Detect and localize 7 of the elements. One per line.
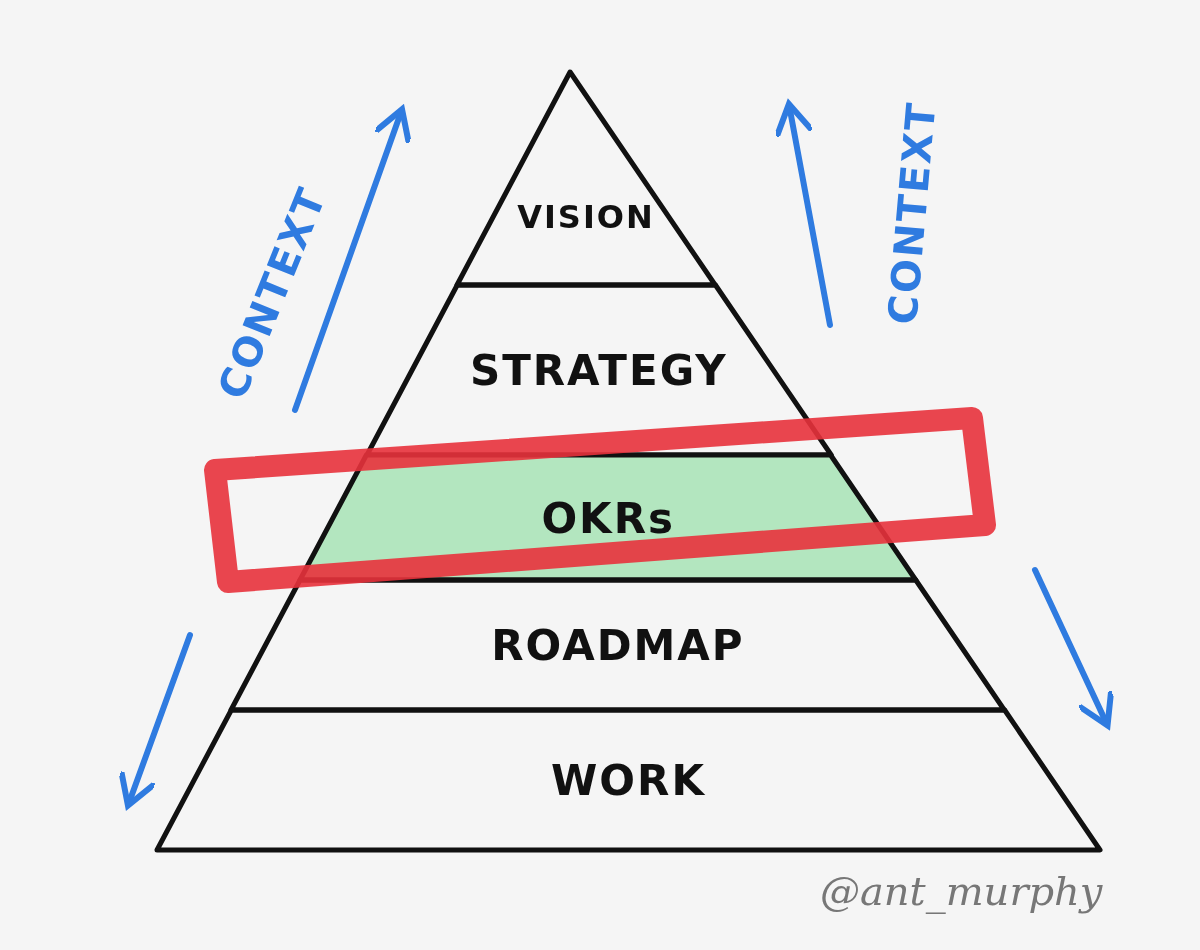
layer-label: STRATEGY (469, 345, 728, 395)
side-label: CONTEXT (879, 99, 945, 327)
signature-text: @ant_murphy (820, 868, 1103, 914)
layer-label: ROADMAP (491, 620, 745, 670)
layer-label: VISION (517, 197, 655, 236)
layer-label: OKRs (541, 493, 675, 542)
layer-label: WORK (551, 755, 706, 805)
